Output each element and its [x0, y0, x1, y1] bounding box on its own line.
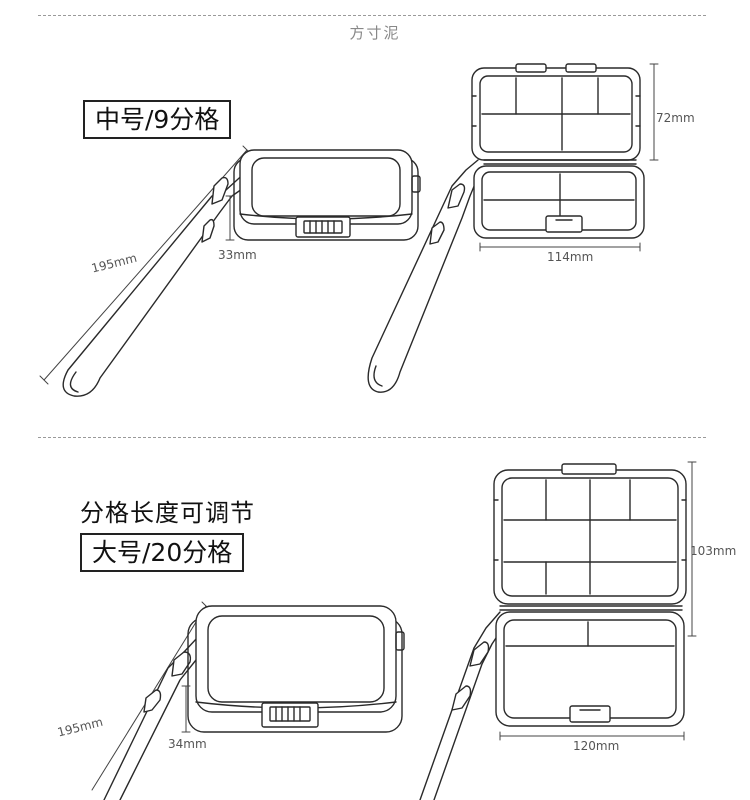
medium-size-label: 中号/9分格 — [83, 100, 232, 139]
brand-title: 方寸泥 — [349, 24, 401, 42]
medium-open-box-lid — [472, 64, 640, 160]
medium-depth: 72mm — [656, 111, 695, 125]
medium-width-dimension-line — [480, 243, 640, 251]
medium-width: 114mm — [547, 250, 594, 264]
large-height: 34mm — [168, 737, 207, 751]
medium-height-dimension-line — [226, 196, 234, 240]
medium-open-box-strap — [368, 160, 480, 392]
large-closed-box — [188, 606, 404, 732]
large-open-box-lid — [494, 464, 686, 604]
large-feature-text: 分格长度可调节 — [80, 499, 255, 527]
large-width-dimension-line — [500, 732, 684, 740]
large-depth: 103mm — [690, 544, 737, 558]
medium-closed-box — [234, 150, 420, 240]
large-width: 120mm — [573, 739, 620, 753]
large-depth-dimension-line — [688, 462, 696, 636]
large-open-box-base — [496, 612, 684, 726]
divider-top — [38, 15, 706, 16]
large-height-dimension-line — [182, 686, 190, 732]
large-open-box-strap — [420, 612, 504, 800]
medium-closed-box-strap — [63, 170, 252, 396]
large-size-label: 大号/20分格 — [80, 533, 245, 572]
medium-depth-dimension-line — [650, 64, 658, 160]
divider-middle — [38, 437, 706, 438]
medium-open-box-base — [474, 166, 644, 238]
medium-height: 33mm — [218, 248, 257, 262]
medium-open-box-hinge — [484, 160, 636, 164]
large-open-box-hinge — [500, 606, 682, 610]
